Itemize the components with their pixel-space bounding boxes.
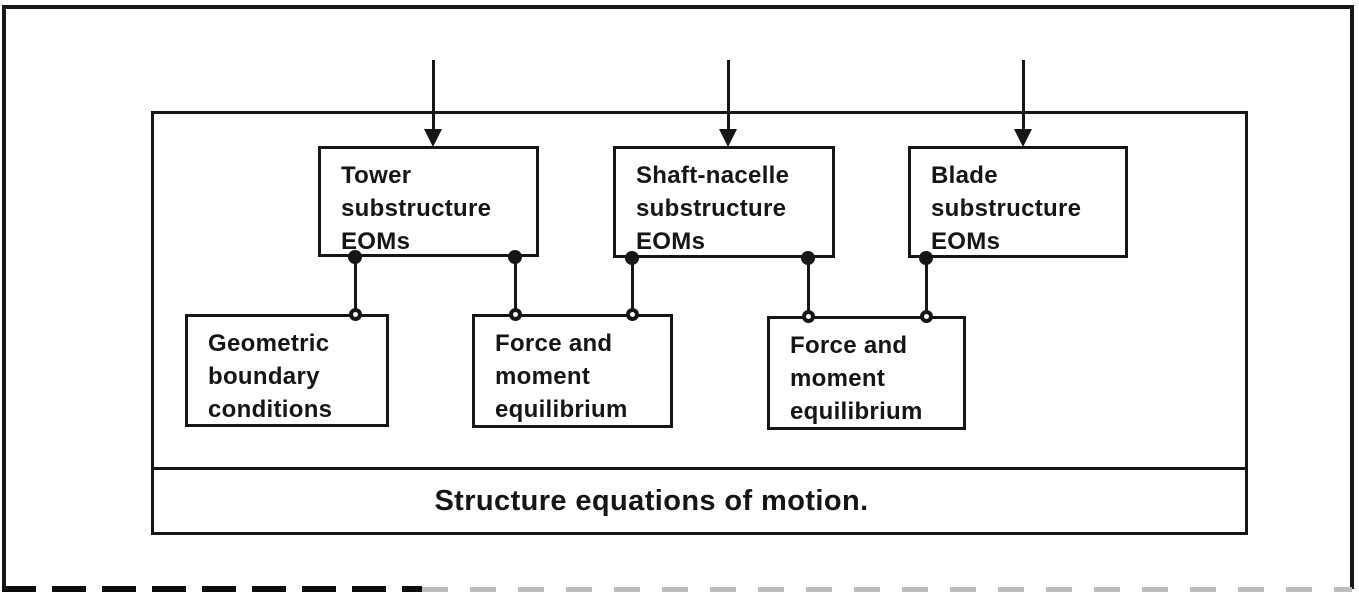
node-label-line: substructure <box>636 195 787 222</box>
connector-shaft-to-force2 <box>807 255 810 319</box>
connector-ring-icon <box>802 310 815 323</box>
node-blade-substructure-eoms: Blade substructure EOMs <box>908 146 1128 258</box>
arrow-shaft-line <box>1022 60 1025 134</box>
connector-tower-to-geometric <box>354 255 357 319</box>
node-label-line: equilibrium <box>495 396 628 423</box>
node-force-moment-equilibrium-2: Force and moment equilibrium <box>767 316 966 430</box>
node-label-line: substructure <box>341 195 492 222</box>
connector-dot-icon <box>348 250 362 264</box>
connector-tower-to-force1 <box>514 255 517 319</box>
connector-ring-icon <box>509 308 522 321</box>
arrow-shaft-line <box>432 60 435 134</box>
outer-frame-bottom-edge-dark <box>2 586 422 592</box>
node-label-line: moment <box>495 363 591 390</box>
connector-ring-icon <box>626 308 639 321</box>
node-label-line: Force and <box>790 332 908 359</box>
node-label-line: conditions <box>208 396 333 423</box>
node-label-line: moment <box>790 365 886 392</box>
arrow-down-icon <box>424 129 442 147</box>
node-shaft-nacelle-substructure-eoms: Shaft-nacelle substructure EOMs <box>613 146 835 258</box>
connector-dot-icon <box>508 250 522 264</box>
node-label-line: EOMs <box>931 228 1001 255</box>
node-label-line: EOMs <box>636 228 706 255</box>
node-label-line: Force and <box>495 330 613 357</box>
connector-dot-icon <box>919 251 933 265</box>
arrow-shaft-line <box>727 60 730 134</box>
node-geometric-boundary-conditions: Geometric boundary conditions <box>185 314 389 427</box>
caption-text: Structure equations of motion. <box>434 484 869 517</box>
connector-blade-to-force2 <box>925 255 928 319</box>
node-tower-substructure-eoms: Tower substructure EOMs <box>318 146 539 257</box>
connector-shaft-to-force1 <box>631 255 634 319</box>
outer-frame-bottom-edge-light <box>422 587 1352 592</box>
outer-frame <box>2 5 1354 589</box>
node-label-line: EOMs <box>341 228 411 255</box>
node-label-line: Blade <box>931 162 998 189</box>
node-label-line: equilibrium <box>790 398 923 425</box>
node-force-moment-equilibrium-1: Force and moment equilibrium <box>472 314 673 428</box>
structure-eom-container: Structure equations of motion. <box>151 111 1248 535</box>
arrow-down-icon <box>719 129 737 147</box>
arrow-down-icon <box>1014 129 1032 147</box>
node-label-line: Shaft-nacelle <box>636 162 790 189</box>
node-label-line: substructure <box>931 195 1082 222</box>
connector-dot-icon <box>801 251 815 265</box>
connector-ring-icon <box>349 308 362 321</box>
caption-bar: Structure equations of motion. <box>154 467 1245 532</box>
connector-ring-icon <box>920 310 933 323</box>
node-label-line: boundary <box>208 363 320 390</box>
node-label-line: Tower <box>341 162 412 189</box>
connector-dot-icon <box>625 251 639 265</box>
node-label-line: Geometric <box>208 330 330 357</box>
